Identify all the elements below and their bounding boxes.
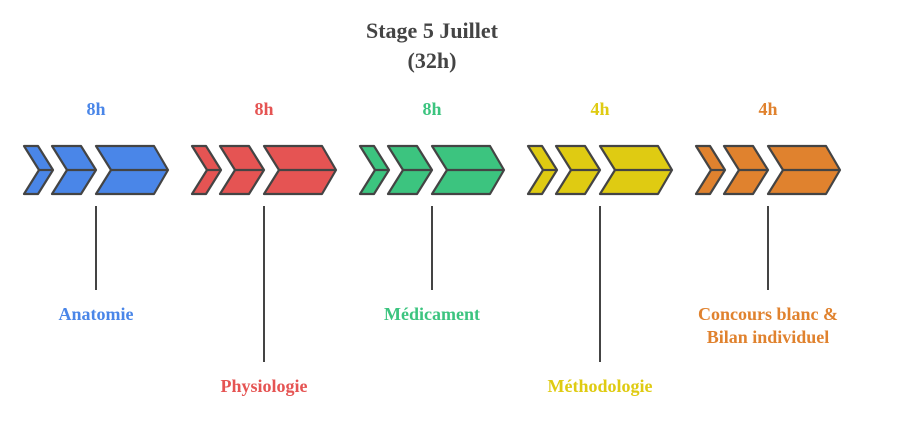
stage-4-arrows bbox=[526, 144, 674, 362]
stage-1-arrows bbox=[22, 144, 170, 290]
stage-2-hours: 8h bbox=[254, 99, 274, 119]
stage-3-arrows bbox=[358, 144, 506, 290]
stage-3-label: Médicament bbox=[384, 304, 480, 324]
stage-4-hours: 4h bbox=[590, 99, 610, 119]
stage-1-hours: 8h bbox=[86, 99, 106, 119]
diagram-title: Stage 5 Juillet (32h) bbox=[0, 16, 864, 76]
stage-5-label: Concours blanc & Bilan individuel bbox=[698, 304, 839, 347]
stage-2-label: Physiologie bbox=[220, 376, 308, 396]
stage-5-hours: 4h bbox=[758, 99, 778, 119]
stage-2-arrows bbox=[190, 144, 338, 362]
title-line-2: (32h) bbox=[407, 48, 457, 73]
stage-1-label: Anatomie bbox=[58, 304, 134, 324]
stage-3-hours: 8h bbox=[422, 99, 442, 119]
stage-5-arrows bbox=[694, 144, 842, 290]
title-line-1: Stage 5 Juillet bbox=[366, 18, 498, 43]
stage-4-label: Méthodologie bbox=[547, 376, 653, 396]
